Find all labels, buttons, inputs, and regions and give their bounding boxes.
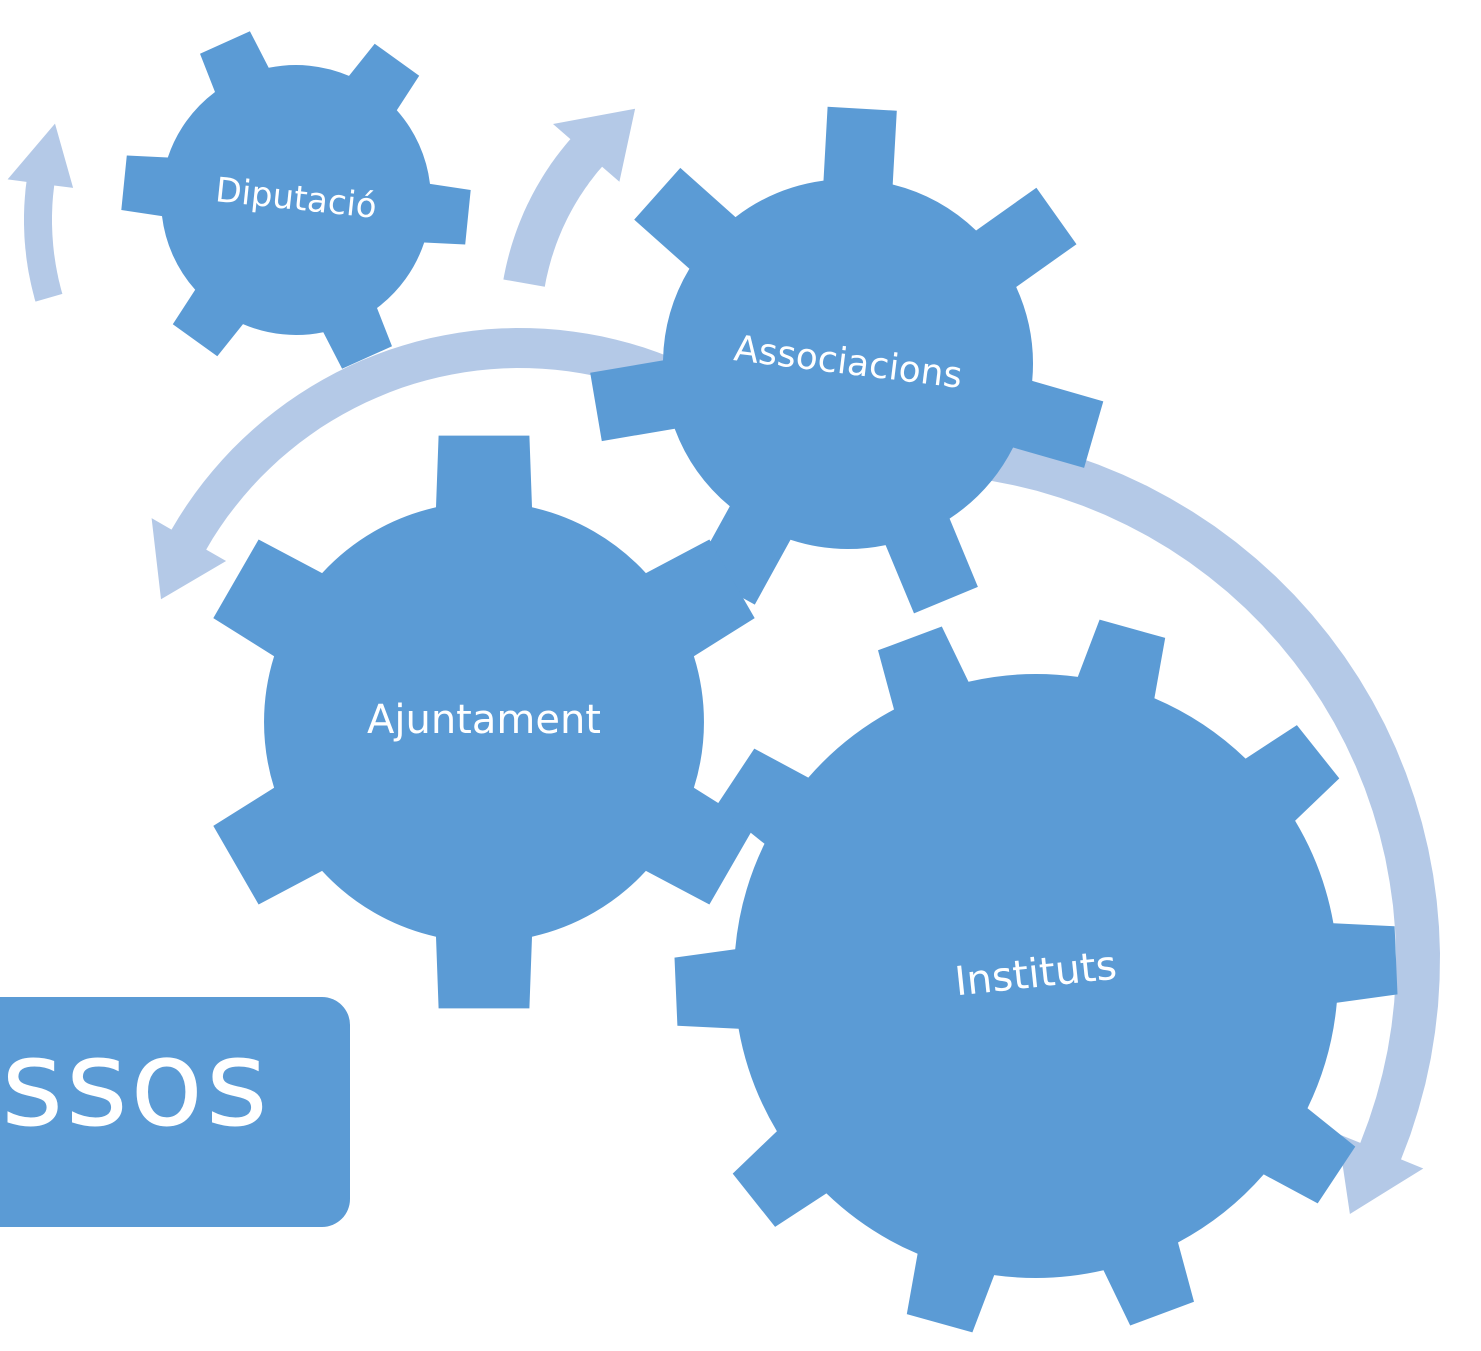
arrow-left-top <box>7 123 74 302</box>
title-text: essos <box>0 1015 270 1154</box>
gear-associacions-shape <box>590 106 1104 614</box>
gear-diputacio-shape <box>121 31 471 369</box>
gear-ajuntament-label: Ajuntament <box>367 697 601 743</box>
gear-associacions: Associacions <box>590 106 1104 614</box>
arrow-left-mid <box>151 328 671 600</box>
gear-diputacio: Diputació <box>121 31 471 369</box>
gear-instituts-shape <box>674 619 1398 1333</box>
arrow-right <box>891 430 1440 1215</box>
title-box: essos <box>0 997 350 1227</box>
cycle-arrows <box>7 108 1440 1215</box>
gear-instituts: Instituts <box>674 619 1398 1333</box>
gear-ajuntament-shape <box>213 435 755 1009</box>
gear-ajuntament: Ajuntament <box>213 435 755 1009</box>
arrow-top-mid <box>503 108 636 287</box>
